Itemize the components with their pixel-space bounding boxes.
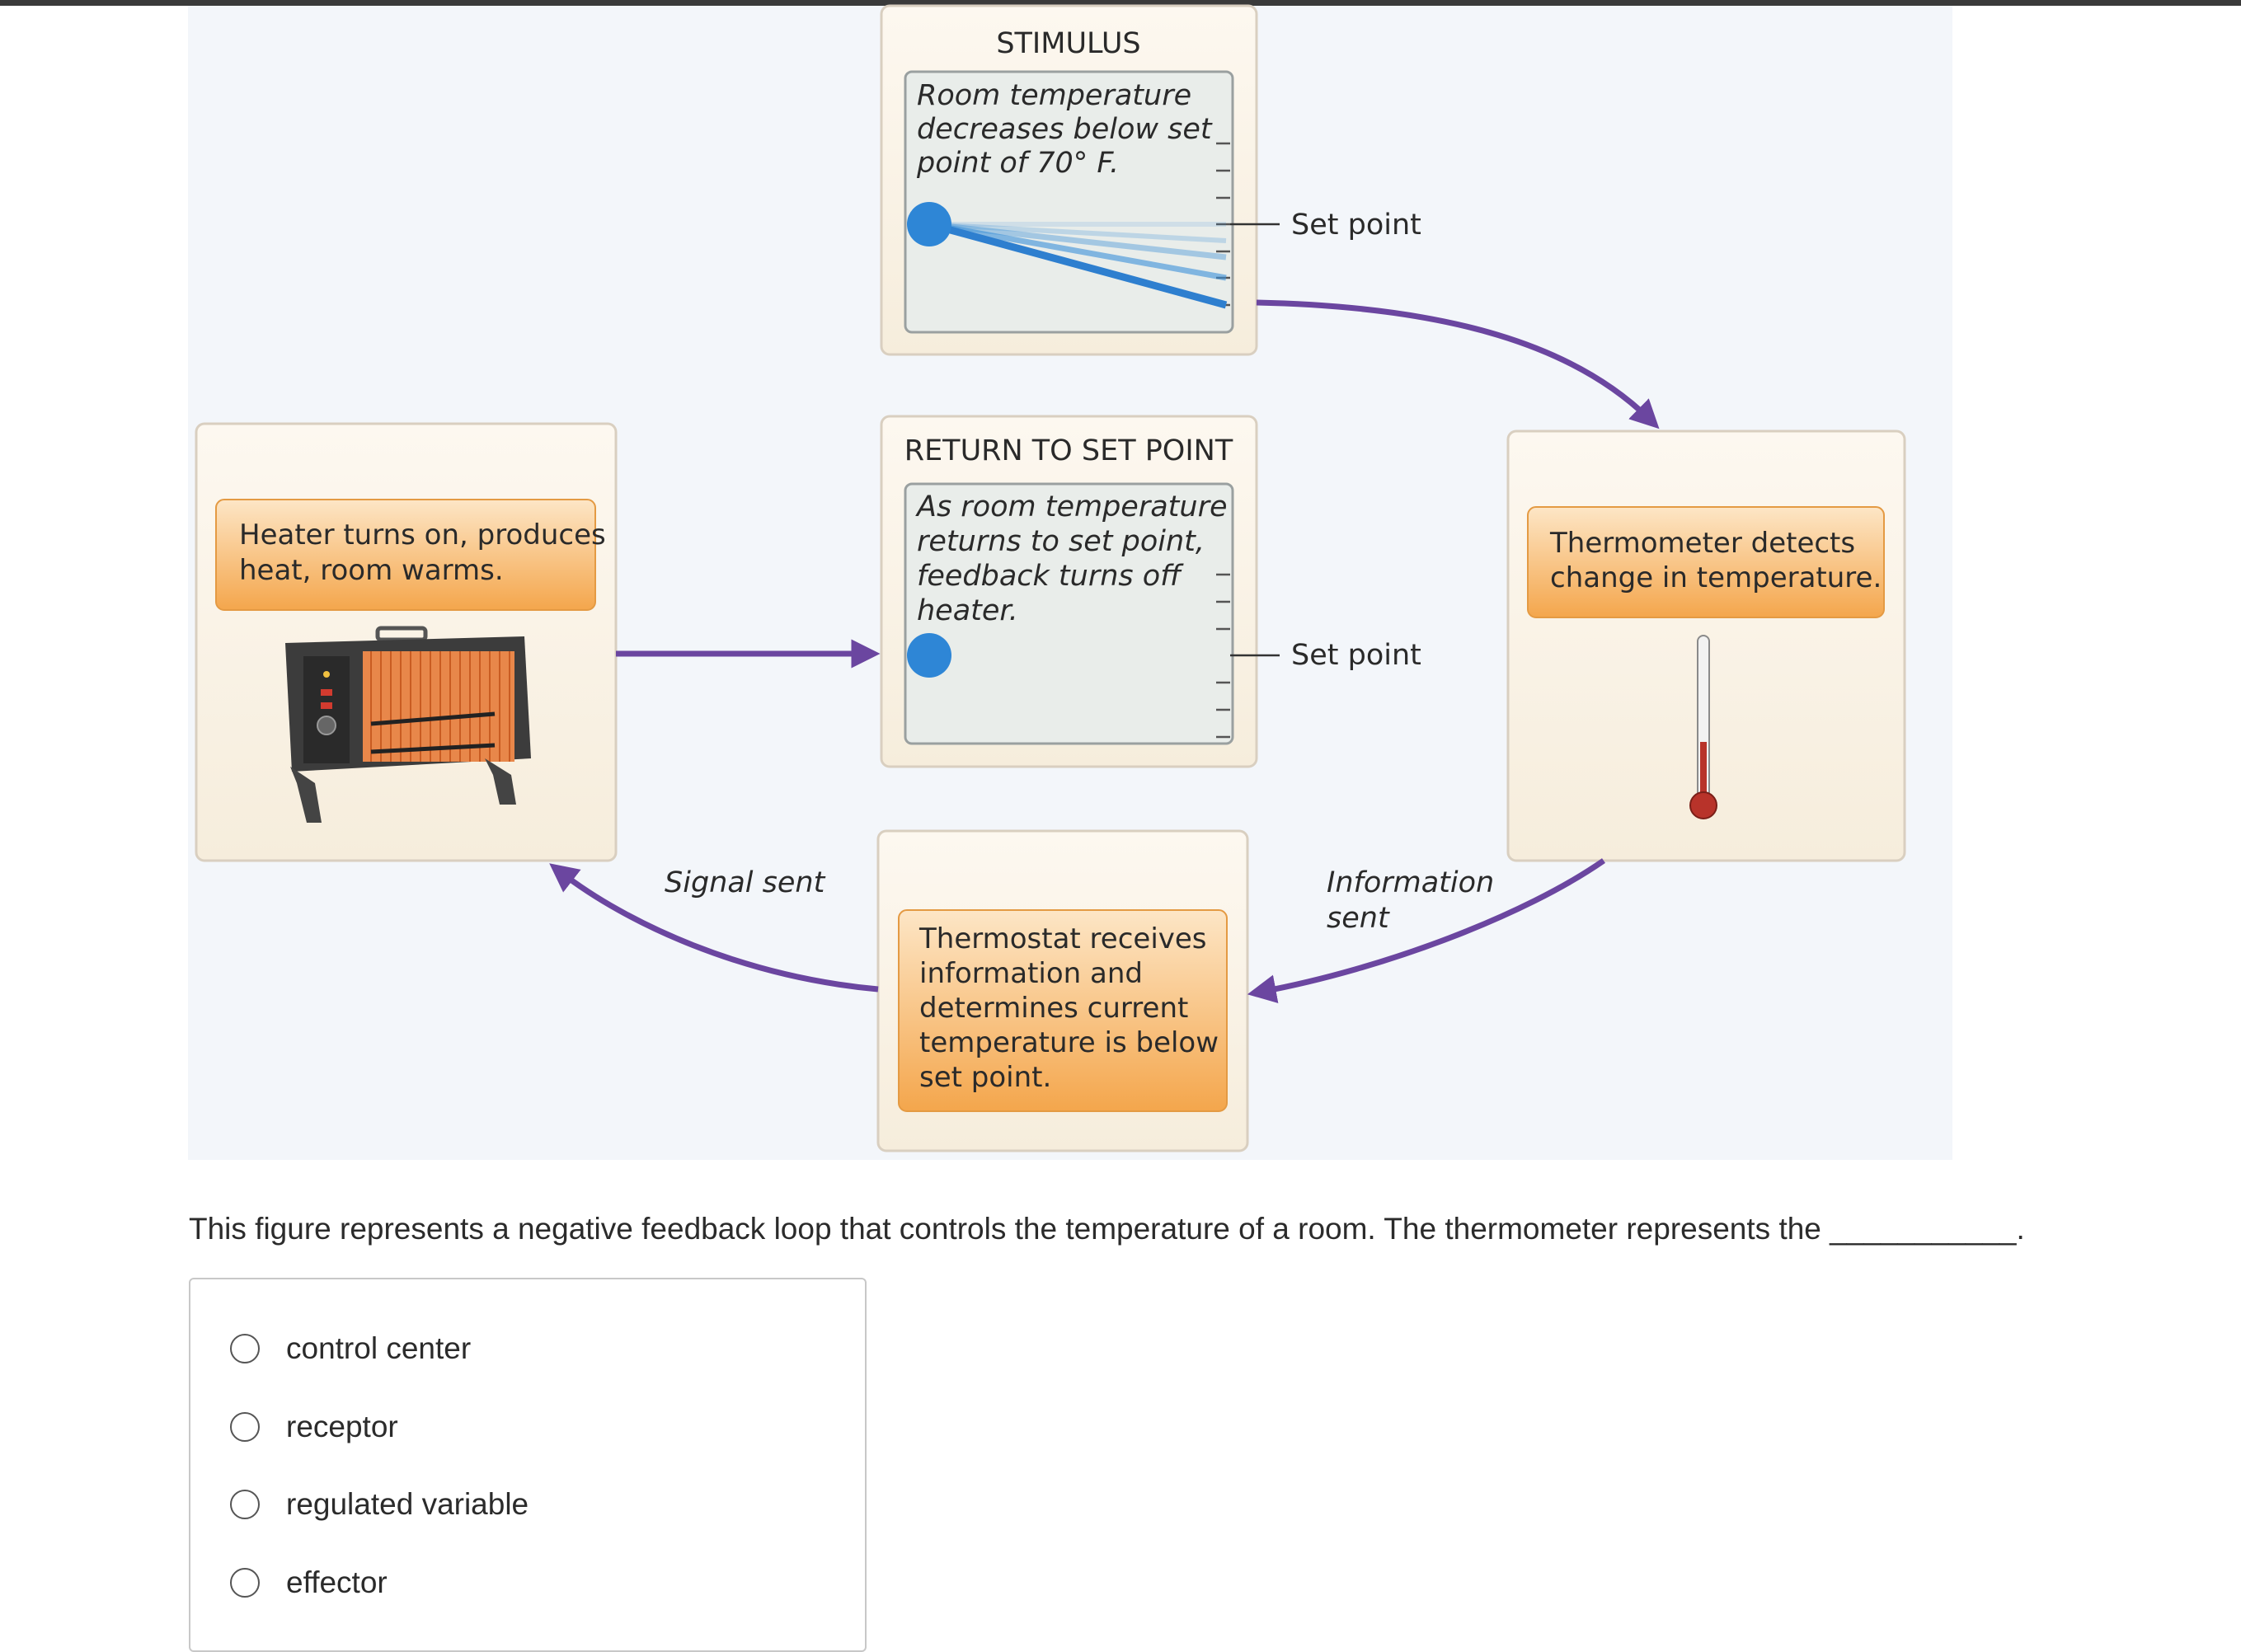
return-description: As room temperature returns to set point…	[915, 490, 1237, 627]
option-effector[interactable]: effector	[230, 1554, 388, 1612]
stimulus-title: STIMULUS	[996, 27, 1140, 60]
information-sent-label: Information sent	[1327, 866, 1503, 935]
thermometer-line-2: change in temperature.	[1550, 561, 1882, 594]
top-bar	[0, 0, 2241, 6]
space-heater-icon	[285, 626, 531, 823]
feedback-arrows	[549, 299, 1660, 1003]
option-label: control center	[286, 1331, 472, 1365]
radio-button[interactable]	[230, 1334, 260, 1363]
stimulus-gauge-needles	[907, 202, 1228, 309]
thermometer-line-1: Thermometer detects	[1549, 527, 1855, 560]
heater-caption: Heater turns on, produces heat, room war…	[239, 519, 615, 587]
arrow-thermostat-to-heater	[549, 863, 879, 993]
thermostat-line-1: Thermostat receives	[918, 922, 1207, 955]
thermostat-line-2: information and	[919, 957, 1143, 990]
thermostat-line-3: determines current	[919, 992, 1188, 1025]
information-sent-line-2: sent	[1327, 902, 1390, 935]
option-label: receptor	[286, 1410, 398, 1443]
radio-button[interactable]	[230, 1490, 260, 1519]
thermostat-line-5: set point.	[919, 1061, 1051, 1094]
return-title: RETURN TO SET POINT	[904, 434, 1233, 467]
stimulus-panel: STIMULUS Room temperature decreases belo…	[880, 4, 1421, 356]
feedback-loop-diagram: STIMULUS Room temperature decreases belo…	[195, 4, 1906, 1152]
stimulus-line-3: point of 70° F.	[916, 147, 1119, 180]
thermostat-caption: Thermostat receives information and dete…	[918, 922, 1228, 1094]
stimulus-description: Room temperature decreases below set poi…	[916, 79, 1221, 180]
option-receptor[interactable]: receptor	[230, 1398, 398, 1456]
arrow-stimulus-to-thermometer	[1256, 299, 1660, 429]
thermometer-icon	[1689, 635, 1717, 819]
signal-sent-label: Signal sent	[665, 866, 826, 899]
thermostat-panel: Thermostat receives information and dete…	[876, 829, 1249, 1152]
radio-button[interactable]	[230, 1412, 260, 1442]
stimulus-line-1: Room temperature	[917, 79, 1191, 112]
answer-options-box: control center receptor regulated variab…	[189, 1278, 867, 1652]
thermostat-line-4: temperature is below	[919, 1026, 1219, 1059]
return-line-3: feedback turns off	[917, 560, 1184, 593]
return-gauge-needle	[907, 633, 1226, 678]
question-text: This figure represents a negative feedba…	[189, 1212, 2025, 1246]
heater-panel: Heater turns on, produces heat, room war…	[195, 422, 618, 862]
thermometer-caption: Thermometer detects change in temperatur…	[1549, 527, 1882, 594]
heater-line-1: Heater turns on, produces	[239, 519, 606, 551]
return-line-2: returns to set point,	[917, 525, 1205, 558]
stimulus-line-2: decreases below set	[917, 113, 1213, 146]
option-control-center[interactable]: control center	[230, 1320, 471, 1377]
option-regulated-variable[interactable]: regulated variable	[230, 1476, 529, 1533]
arrow-thermometer-to-thermostat	[1247, 858, 1605, 1003]
heater-line-2: heat, room warms.	[239, 554, 504, 587]
information-sent-line-1: Information	[1327, 866, 1494, 899]
return-line-1: As room temperature	[915, 490, 1228, 523]
return-line-4: heater.	[917, 594, 1018, 627]
option-label: effector	[286, 1565, 388, 1599]
return-to-set-point-panel: RETURN TO SET POINT As room temperature …	[880, 415, 1421, 768]
return-set-point-label: Set point	[1291, 639, 1421, 672]
stimulus-set-point-label: Set point	[1291, 209, 1421, 242]
radio-button[interactable]	[230, 1568, 260, 1598]
return-gauge-ticks	[1216, 573, 1230, 739]
option-label: regulated variable	[286, 1487, 529, 1521]
thermometer-panel: Thermometer detects change in temperatur…	[1506, 429, 1906, 862]
